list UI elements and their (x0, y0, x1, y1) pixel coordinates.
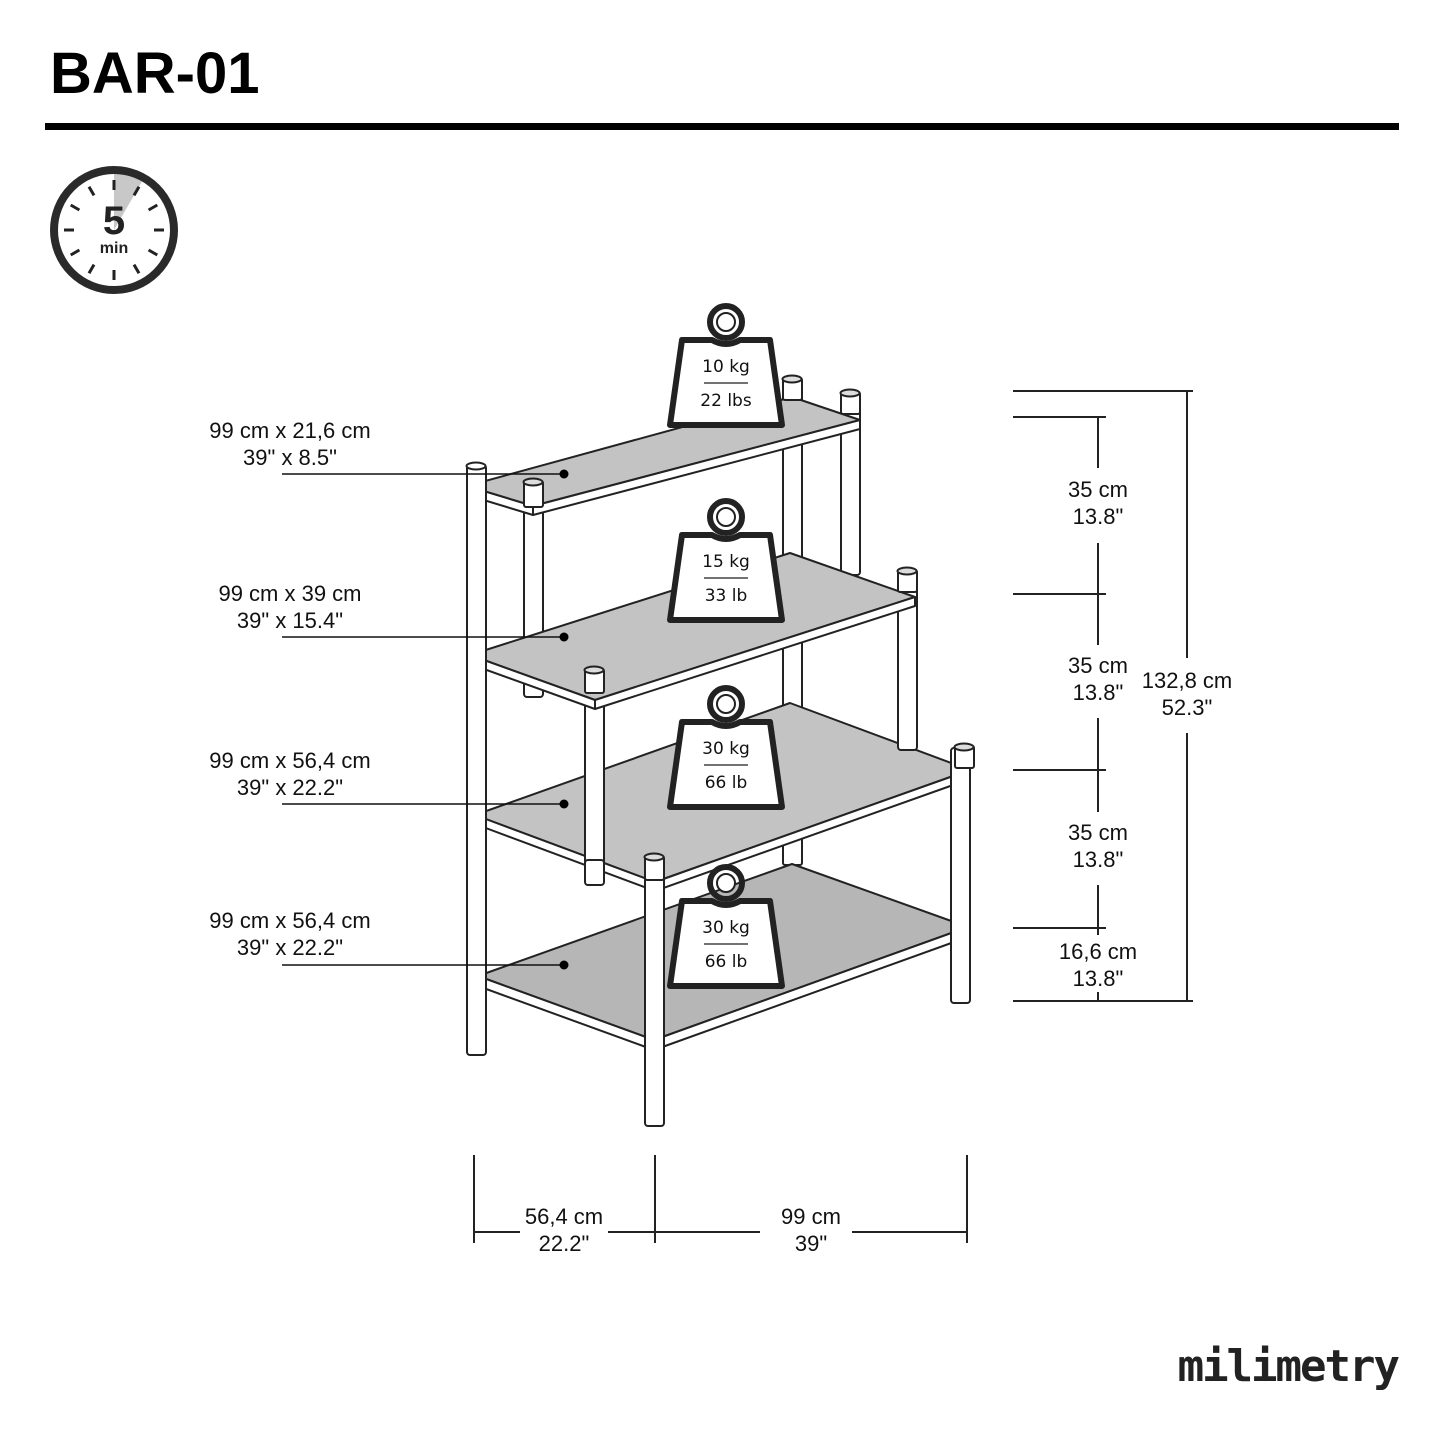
shelf-third-dim-in: 39" x 22.2" (237, 775, 343, 800)
timer-value: 5 (103, 199, 125, 243)
weight-second-lb: 33 lb (705, 586, 748, 606)
height-1-cm: 35 cm (1068, 477, 1128, 502)
brand-logo: milimetry (1178, 1341, 1400, 1392)
weight-third-kg: 30 kg (702, 739, 750, 759)
shelf-bottom-dim-in: 39" x 22.2" (237, 935, 343, 960)
shelf-second-dim-in: 39" x 15.4" (237, 608, 343, 633)
callout-dot (559, 960, 569, 970)
shelf-third-dim-cm: 99 cm x 56,4 cm (209, 748, 370, 773)
callout-dot (559, 799, 569, 809)
leg-caps (522, 374, 975, 881)
weight-second: 15 kg 33 lb (670, 501, 782, 620)
shelf-top-dim-cm: 99 cm x 21,6 cm (209, 418, 370, 443)
height-dimensions (1013, 390, 1193, 1002)
height-4-cm: 16,6 cm (1059, 939, 1137, 964)
stopwatch-icon: 5 min (50, 166, 178, 294)
header-divider (45, 123, 1399, 130)
shelf-bottom-dim-cm: 99 cm x 56,4 cm (209, 908, 370, 933)
height-2-cm: 35 cm (1068, 653, 1128, 678)
shelf-callout-top: 99 cm x 21,6 cm 39" x 8.5" (209, 418, 569, 479)
footprint-dimensions (473, 1155, 968, 1243)
depth-in: 22.2" (539, 1231, 590, 1256)
front-left-leg (465, 461, 487, 1056)
product-title: BAR-01 (50, 41, 260, 106)
weight-second-kg: 15 kg (702, 552, 750, 572)
weight-top-lb: 22 lbs (700, 391, 752, 411)
callout-dot (559, 632, 569, 642)
height-labels: 35 cm 13.8" 35 cm 13.8" 35 cm 13.8" 16,6… (1059, 477, 1232, 991)
height-3-cm: 35 cm (1068, 820, 1128, 845)
shelf-second-dim-cm: 99 cm x 39 cm (218, 581, 361, 606)
height-1-in: 13.8" (1073, 504, 1124, 529)
callout-dot (559, 469, 569, 479)
height-3-in: 13.8" (1073, 847, 1124, 872)
weight-top-kg: 10 kg (702, 357, 750, 377)
total-height-cm: 132,8 cm (1142, 668, 1233, 693)
timer-unit: min (100, 240, 128, 257)
shelf-top-dim-in: 39" x 8.5" (243, 445, 337, 470)
width-in: 39" (795, 1231, 827, 1256)
footprint-labels: 56,4 cm 22.2" 99 cm 39" (525, 1204, 841, 1256)
weight-third: 30 kg 66 lb (670, 688, 782, 807)
shelf-callout-second: 99 cm x 39 cm 39" x 15.4" (218, 581, 569, 642)
timer-elapsed-wedge (114, 172, 143, 230)
weight-bottom-lb: 66 lb (705, 952, 748, 972)
weight-third-lb: 66 lb (705, 773, 748, 793)
timer-ticks (64, 180, 164, 280)
weight-bottom-kg: 30 kg (702, 918, 750, 938)
weight-top: 10 kg 22 lbs (670, 306, 782, 425)
width-cm: 99 cm (781, 1204, 841, 1229)
weight-bottom: 30 kg 66 lb (670, 867, 782, 986)
shelf-callout-third: 99 cm x 56,4 cm 39" x 22.2" (209, 748, 569, 809)
height-4-in: 13.8" (1073, 966, 1124, 991)
height-2-in: 13.8" (1073, 680, 1124, 705)
total-height-in: 52.3" (1162, 695, 1213, 720)
depth-cm: 56,4 cm (525, 1204, 603, 1229)
shelf-callout-bottom: 99 cm x 56,4 cm 39" x 22.2" (209, 908, 569, 970)
